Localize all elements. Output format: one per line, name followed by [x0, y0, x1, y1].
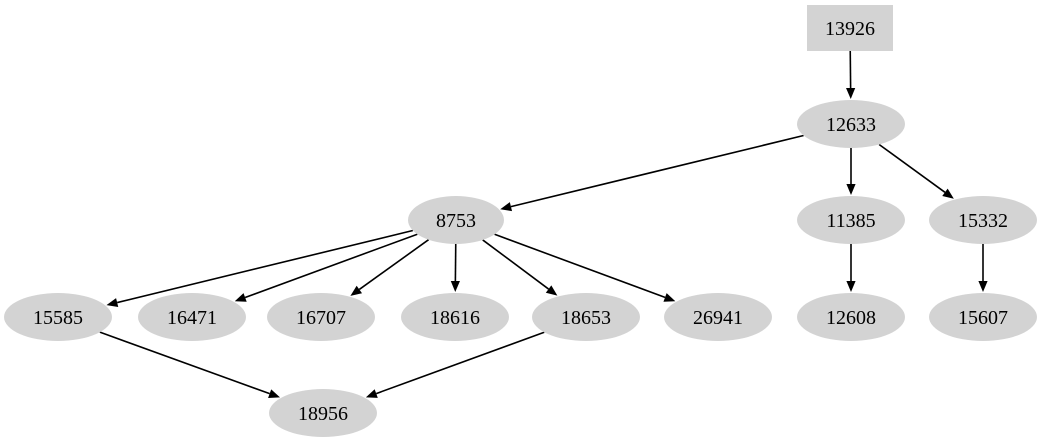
graph-edge-15585-to-18956: [99, 331, 280, 398]
node-label: 16471: [167, 307, 217, 329]
graph-edge-8753-to-18653: [482, 239, 558, 296]
graph-edge-8753-to-26941: [494, 233, 676, 302]
graph-node-13926[interactable]: 13926: [807, 5, 893, 51]
graph-edge-12633-to-15332: [878, 143, 954, 199]
graph-node-16707[interactable]: 16707: [267, 293, 375, 341]
node-label: 18653: [561, 307, 611, 329]
node-label: 18956: [298, 403, 348, 425]
graph-edge-8753-to-15585: [106, 229, 414, 308]
node-box-shape: [807, 5, 893, 51]
node-ellipse-shape: [4, 293, 112, 341]
node-label: 8753: [436, 210, 476, 232]
graph-node-18956[interactable]: 18956: [269, 389, 377, 437]
graph-edge-15332-to-15607: [978, 244, 988, 292]
graph-node-18653[interactable]: 18653: [532, 293, 640, 341]
node-ellipse-shape: [664, 293, 772, 341]
graph-node-16471[interactable]: 16471: [138, 293, 246, 341]
node-label: 15607: [958, 307, 1008, 329]
graph-node-8753[interactable]: 8753: [408, 196, 504, 244]
node-label: 15585: [33, 307, 83, 329]
graph-edge-13926-to-12633: [846, 50, 856, 100]
graph-edge-8753-to-16471: [234, 233, 418, 302]
graph-node-26941[interactable]: 26941: [664, 293, 772, 341]
node-label: 18616: [430, 307, 480, 329]
edges-layer: [99, 50, 988, 398]
node-ellipse-shape: [929, 196, 1037, 244]
node-ellipse-shape: [929, 293, 1037, 341]
node-label: 11385: [826, 210, 875, 232]
graph-node-12608[interactable]: 12608: [797, 293, 905, 341]
graph-node-15607[interactable]: 15607: [929, 293, 1037, 341]
graph-node-15332[interactable]: 15332: [929, 196, 1037, 244]
graph-edge-12633-to-11385: [846, 148, 856, 195]
graph-node-15585[interactable]: 15585: [4, 293, 112, 341]
node-ellipse-shape: [138, 293, 246, 341]
node-label: 13926: [825, 18, 875, 40]
node-ellipse-shape: [797, 196, 905, 244]
graph-edge-18653-to-18956: [365, 331, 545, 398]
node-ellipse-shape: [267, 293, 375, 341]
graph-edge-11385-to-12608: [846, 244, 856, 292]
graph-edge-8753-to-16707: [350, 239, 430, 296]
node-label: 26941: [693, 307, 743, 329]
node-ellipse-shape: [797, 100, 905, 148]
node-ellipse-shape: [797, 293, 905, 341]
graph-edge-12633-to-8753: [500, 134, 804, 212]
node-label: 16707: [296, 307, 346, 329]
node-label: 12608: [826, 307, 876, 329]
node-ellipse-shape: [532, 293, 640, 341]
graph-node-11385[interactable]: 11385: [797, 196, 905, 244]
nodes-layer: 13926 12633 8753 11385 15332 15585 16471 16707 1…: [4, 5, 1037, 437]
node-label: 15332: [958, 210, 1008, 232]
node-ellipse-shape: [269, 389, 377, 437]
node-ellipse-shape: [401, 293, 509, 341]
graph-node-18616[interactable]: 18616: [401, 293, 509, 341]
node-ellipse-shape: [408, 196, 504, 244]
graph-edge-8753-to-18616: [450, 243, 460, 293]
graph-node-12633[interactable]: 12633: [797, 100, 905, 148]
node-label: 12633: [826, 114, 876, 136]
